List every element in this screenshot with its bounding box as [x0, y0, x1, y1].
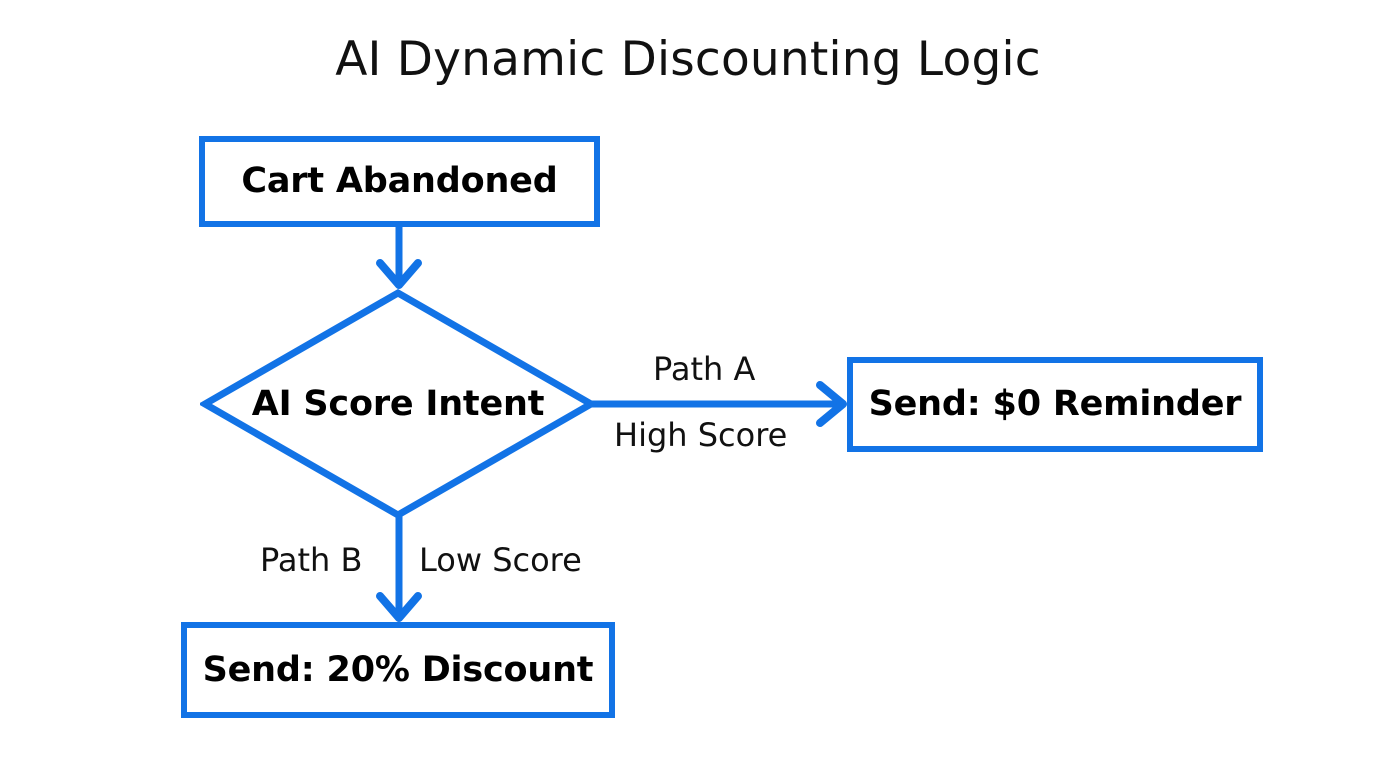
node-send-zero-reminder-label: Send: $0 Reminder — [868, 384, 1242, 425]
node-ai-score-intent[interactable]: AI Score Intent — [200, 288, 596, 520]
node-send-discount-label: Send: 20% Discount — [202, 649, 594, 690]
edge-cart-to-decision — [376, 227, 422, 289]
node-ai-score-intent-label: AI Score Intent — [251, 384, 545, 424]
node-send-zero-reminder[interactable]: Send: $0 Reminder — [847, 357, 1263, 452]
edge-label-path-a: Path A — [653, 350, 756, 388]
diagram-title: AI Dynamic Discounting Logic — [335, 32, 1041, 87]
edge-label-high-score: High Score — [614, 416, 788, 454]
edge-label-low-score: Low Score — [419, 541, 582, 579]
node-send-discount[interactable]: Send: 20% Discount — [181, 622, 615, 718]
node-cart-abandoned[interactable]: Cart Abandoned — [199, 136, 600, 227]
node-cart-abandoned-label: Cart Abandoned — [241, 161, 558, 202]
edge-decision-to-discount — [376, 513, 422, 622]
diamond-shape-icon — [200, 288, 596, 520]
edge-label-path-b: Path B — [260, 541, 363, 579]
